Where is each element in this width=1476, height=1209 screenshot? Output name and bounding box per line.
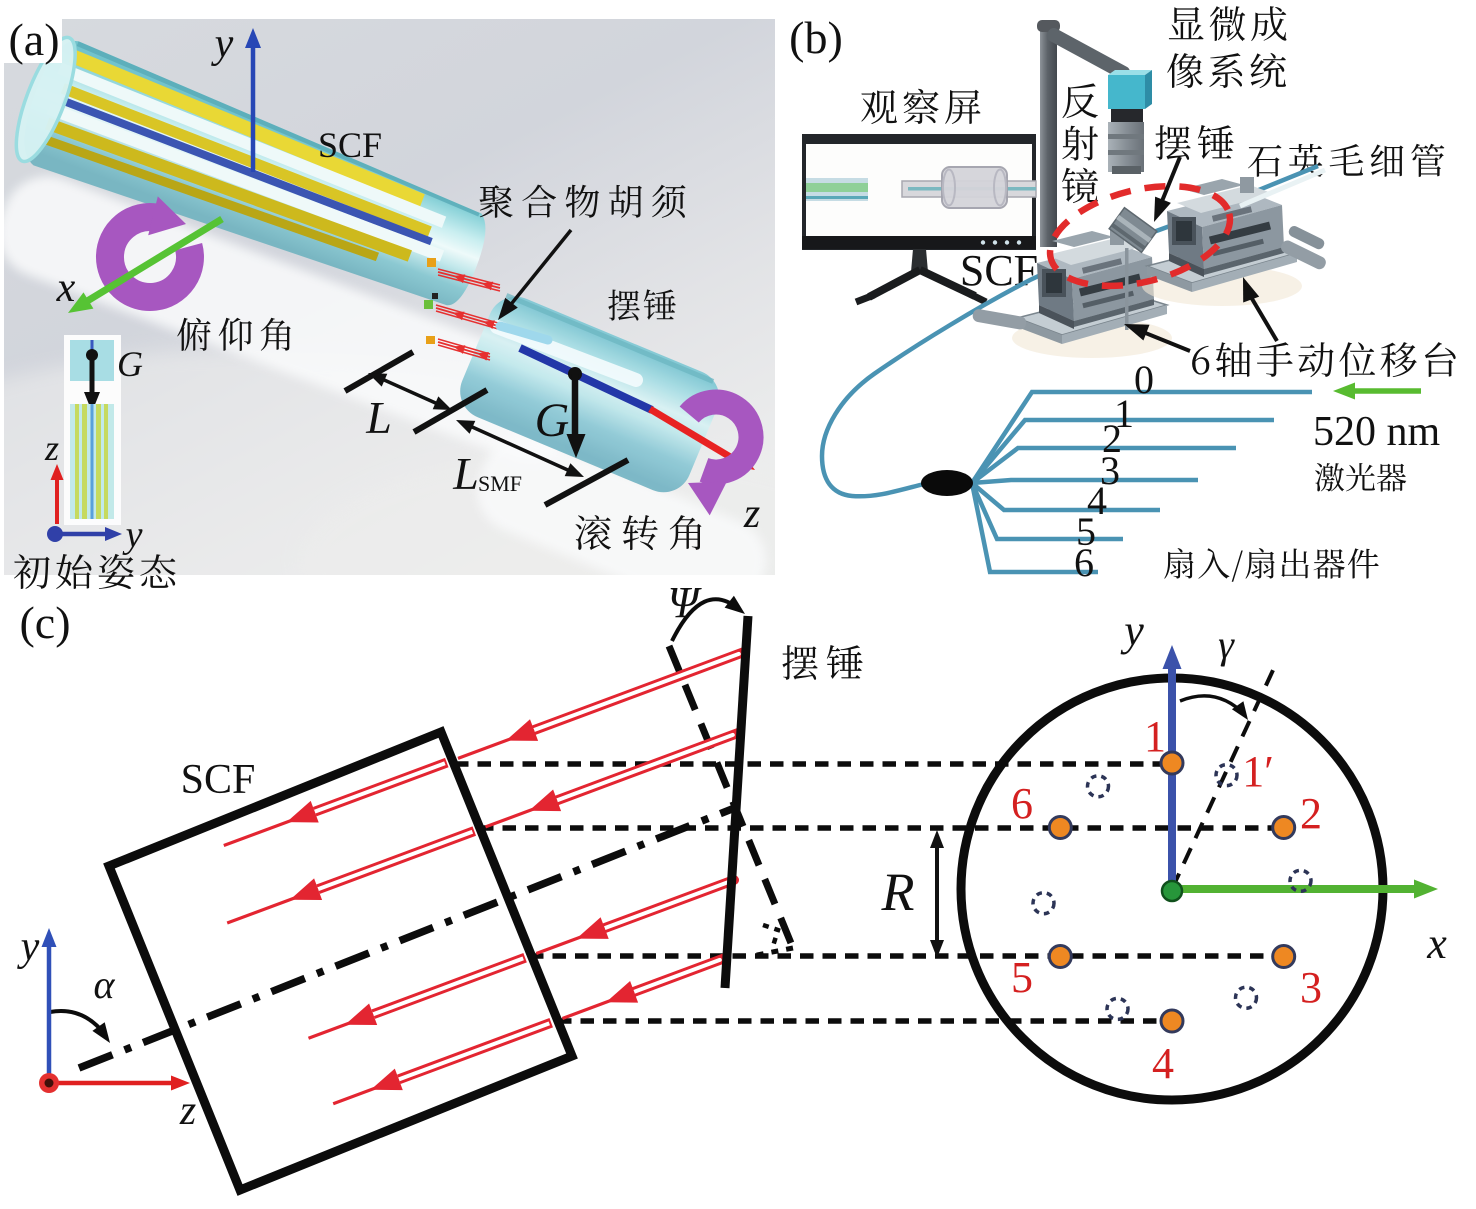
svg-text:1: 1 xyxy=(1144,712,1166,761)
svg-text:6: 6 xyxy=(1074,540,1094,585)
svg-text:3: 3 xyxy=(1100,448,1120,493)
svg-text:z: z xyxy=(743,491,760,537)
svg-text:Ψ: Ψ xyxy=(668,578,703,627)
svg-text:(c): (c) xyxy=(19,597,70,648)
svg-text:y: y xyxy=(17,924,40,970)
svg-text:6: 6 xyxy=(1011,779,1033,828)
svg-text:α: α xyxy=(94,962,116,1007)
svg-text:x: x xyxy=(1426,919,1447,968)
svg-text:SCF: SCF xyxy=(960,246,1038,295)
svg-text:SMF: SMF xyxy=(478,471,522,496)
svg-text:(b): (b) xyxy=(789,12,843,63)
svg-text:x: x xyxy=(56,265,76,311)
svg-text:4: 4 xyxy=(1152,1039,1174,1088)
svg-text:L: L xyxy=(365,392,392,443)
svg-text:G: G xyxy=(535,394,570,447)
svg-text:G: G xyxy=(117,344,143,384)
svg-text:z: z xyxy=(44,428,59,468)
svg-text:y: y xyxy=(1120,606,1144,655)
svg-text:SCF: SCF xyxy=(318,125,382,165)
svg-text:(a): (a) xyxy=(8,14,59,65)
svg-text:z: z xyxy=(179,1088,196,1134)
svg-text:L: L xyxy=(452,448,479,499)
svg-text:2: 2 xyxy=(1300,789,1322,838)
svg-text:SCF: SCF xyxy=(181,757,256,803)
svg-text:y: y xyxy=(211,21,234,67)
svg-text:5: 5 xyxy=(1076,509,1096,554)
svg-text:0: 0 xyxy=(1134,357,1154,402)
svg-text:y: y xyxy=(122,514,143,556)
svg-text:2: 2 xyxy=(1102,416,1122,461)
svg-text:γ: γ xyxy=(1218,622,1235,667)
svg-text:R: R xyxy=(881,862,915,922)
svg-text:3: 3 xyxy=(1300,963,1322,1012)
svg-text:5: 5 xyxy=(1011,953,1033,1002)
svg-text:520 nm: 520 nm xyxy=(1313,409,1441,455)
svg-text:1′: 1′ xyxy=(1242,747,1274,796)
svg-text:4: 4 xyxy=(1087,478,1107,523)
svg-text:1: 1 xyxy=(1114,391,1134,436)
